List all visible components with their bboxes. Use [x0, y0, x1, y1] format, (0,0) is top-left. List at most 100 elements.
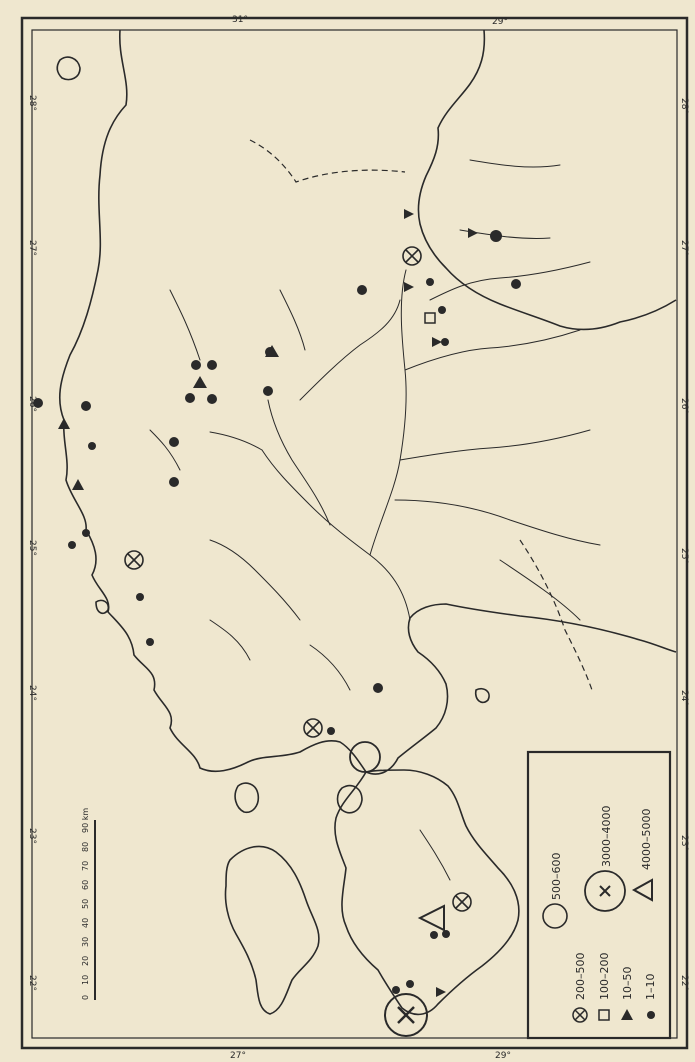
island-small-2	[336, 784, 363, 814]
big-triangle-icon	[631, 878, 653, 902]
site-triangle	[404, 209, 414, 219]
scale-tick-60: 60	[81, 880, 90, 890]
grat-left-2: 27°	[27, 240, 37, 256]
grat-left-7: 22°	[27, 975, 37, 991]
grat-top-1: 31°	[232, 15, 248, 25]
site-triangle	[265, 345, 279, 357]
big-circle-x-icon	[584, 870, 626, 912]
site-circle-x	[303, 718, 323, 738]
island-small-4	[474, 687, 490, 704]
site-big-circle-x	[384, 993, 428, 1037]
grat-right-5: 24°	[679, 690, 689, 706]
borders	[249, 139, 593, 691]
scale-bar: 0 10 20 30 40 50 60 70 80 90 km	[81, 808, 96, 1000]
grat-left-5: 24°	[27, 685, 37, 701]
site-dot	[88, 442, 96, 450]
circle-x-icon	[572, 1007, 588, 1023]
site-triangle	[436, 987, 446, 997]
outer-frame	[20, 16, 689, 1050]
grat-top-2: 29°	[492, 17, 508, 27]
grat-right-4: 25°	[679, 548, 689, 564]
legend-box	[526, 750, 672, 1040]
site-dot	[511, 279, 521, 289]
grat-bottom-2: 29°	[495, 1051, 511, 1061]
legend-label-2: 10–50	[621, 967, 634, 1001]
site-dot	[136, 593, 144, 601]
site-dot	[169, 437, 179, 447]
site-dot	[327, 727, 335, 735]
island-small-1	[234, 782, 260, 814]
legend-label-1: 1–10	[644, 974, 657, 1001]
grat-left-1: 28°	[27, 95, 37, 111]
site-square	[424, 312, 436, 324]
scale-tick-90: 90 km	[81, 808, 90, 833]
legend-label-7: 4000–5000	[640, 809, 653, 871]
legend-label-4: 200–500	[574, 953, 587, 1001]
site-circle-x	[124, 550, 144, 570]
site-triangle	[193, 376, 207, 388]
site-dot	[207, 394, 217, 404]
site-dot	[392, 986, 400, 994]
inner-frame	[31, 29, 678, 1039]
island-small-5	[56, 56, 81, 81]
site-dot	[441, 338, 449, 346]
scale-tick-20: 20	[81, 956, 90, 966]
site-dot	[263, 386, 273, 396]
grat-right-7: 22°	[679, 975, 689, 991]
grat-bottom-1: 27°	[230, 1051, 246, 1061]
site-dot	[82, 529, 90, 537]
grat-right-6: 23°	[679, 835, 689, 851]
peninsula-coast	[334, 769, 520, 1016]
site-dot	[81, 401, 91, 411]
site-circle-x	[402, 246, 422, 266]
site-dot	[490, 230, 502, 242]
island-large	[224, 845, 320, 1015]
scale-tick-80: 80	[81, 842, 90, 852]
rivers	[149, 159, 601, 881]
site-dot	[207, 360, 217, 370]
site-dot	[185, 393, 195, 403]
grat-right-2: 27°	[679, 240, 689, 256]
site-dot	[357, 285, 367, 295]
site-dot	[373, 683, 383, 693]
site-dot	[438, 306, 446, 314]
site-dot	[426, 278, 434, 286]
triangle-icon	[621, 1009, 633, 1020]
east-coast	[417, 29, 677, 331]
island-small-3	[95, 599, 110, 615]
site-dot	[33, 398, 43, 408]
dot-icon	[647, 1011, 655, 1019]
site-dot	[191, 360, 201, 370]
site-dot	[430, 931, 438, 939]
legend-label-5: 500–600	[550, 853, 563, 901]
grat-left-4: 25°	[27, 540, 37, 556]
site-open-circle	[349, 741, 381, 773]
scale-tick-50: 50	[81, 899, 90, 909]
site-triangle	[404, 282, 414, 292]
square-icon	[598, 1009, 610, 1021]
legend-label-6: 3000–4000	[600, 806, 613, 868]
scale-tick-70: 70	[81, 861, 90, 871]
site-dot	[68, 541, 76, 549]
site-dot	[406, 980, 414, 988]
graticule-labels: 31° 29° 28° 27° 26° 25° 24° 23° 22° 28° …	[27, 15, 689, 1061]
grat-right-3: 26°	[679, 398, 689, 414]
site-triangle	[58, 418, 70, 429]
grat-left-6: 23°	[27, 828, 37, 844]
site-triangle	[468, 228, 478, 238]
open-circle-icon	[542, 903, 568, 929]
site-triangle	[432, 337, 442, 347]
legend-label-3: 100–200	[598, 953, 611, 1001]
site-triangle	[72, 479, 84, 490]
site-dot	[442, 930, 450, 938]
grat-left-3: 26°	[27, 396, 37, 412]
site-big-triangle	[417, 904, 445, 932]
site-dot	[169, 477, 179, 487]
grat-right-1: 28°	[679, 98, 689, 114]
site-circle-x-group	[124, 246, 472, 912]
scale-tick-40: 40	[81, 918, 90, 928]
site-symbols	[33, 209, 521, 997]
legend: 1–10 10–50 100–200 200–500 500–600 3000–…	[526, 750, 672, 1040]
scale-tick-10: 10	[81, 975, 90, 985]
